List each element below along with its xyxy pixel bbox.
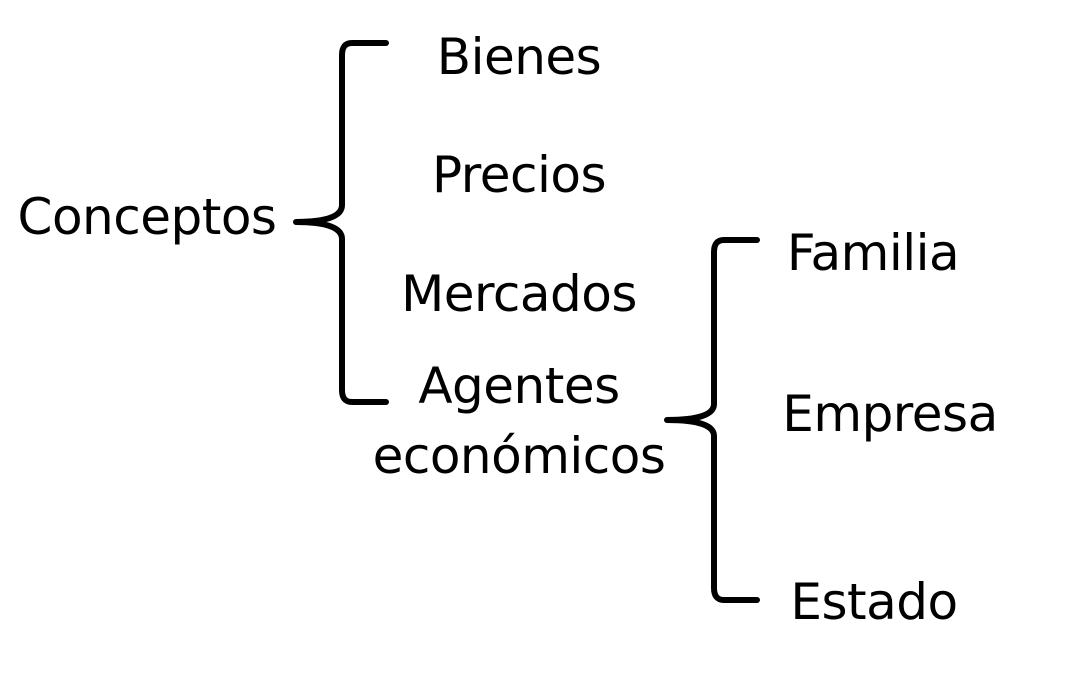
concept-precios: Precios (431, 146, 607, 204)
concept-agentes-line-2: económicos (372, 427, 666, 485)
concept-mercados: Mercados (401, 265, 637, 323)
concept-bienes: Bienes (436, 28, 602, 86)
agent-estado: Estado (790, 573, 958, 631)
concepts-brace (293, 40, 389, 405)
agent-empresa: Empresa (782, 385, 998, 443)
concept-agentes-line-1: Agentes (418, 357, 620, 415)
root-concept: Conceptos (17, 188, 277, 246)
concept-agentes-economicos: Agentes económicos (373, 351, 666, 491)
agents-brace (664, 237, 760, 603)
agent-familia: Familia (786, 224, 960, 282)
